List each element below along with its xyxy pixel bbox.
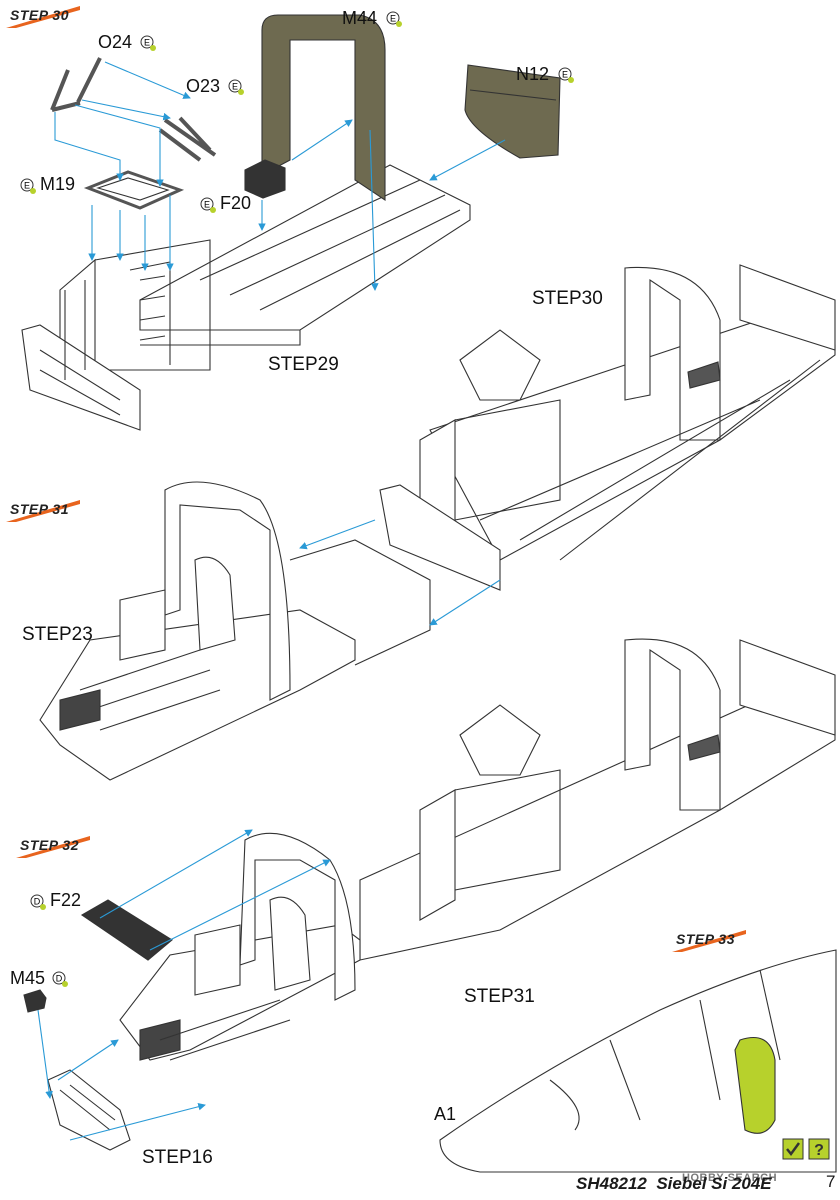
- step30-frame-m19: [83, 170, 185, 210]
- step-flag-label: STEP 30: [10, 7, 70, 23]
- step30-reference-assembly: [379, 264, 836, 591]
- e-badge-icon: E: [228, 79, 244, 95]
- page-number: 7: [826, 1172, 836, 1191]
- step33-fuselage: [439, 949, 837, 1173]
- ref-step23: STEP23: [22, 624, 93, 645]
- part-n12-panel: [464, 64, 561, 159]
- step23-cockpit: [39, 481, 431, 781]
- part-label-o24: O24: [98, 32, 133, 52]
- svg-text:D: D: [56, 974, 63, 984]
- footer-title: SH48212 Siebel Si 204E: [576, 1174, 772, 1194]
- ref-step16: STEP16: [142, 1147, 213, 1168]
- flag-shape: [6, 500, 80, 522]
- svg-text:E: E: [204, 200, 210, 210]
- step-flag-31: STEP 31: [6, 500, 80, 522]
- footer-code: SH48212: [576, 1174, 647, 1193]
- question-icon: ?: [808, 1138, 830, 1160]
- part-m45-box: [23, 989, 47, 1013]
- step31-assembly: [119, 638, 836, 1061]
- svg-text:D: D: [34, 897, 41, 907]
- e-badge-icon: E: [200, 197, 216, 213]
- d-badge-icon: D: [52, 971, 68, 987]
- svg-text:E: E: [24, 181, 30, 191]
- step30-floor: [139, 164, 471, 346]
- e-badge-icon: E: [386, 11, 402, 27]
- svg-text:E: E: [144, 38, 150, 48]
- step30-radio-rack: [21, 239, 211, 431]
- e-badge-icon: E: [20, 178, 36, 194]
- step-flag-33: STEP 33: [672, 930, 746, 952]
- ref-step31: STEP31: [464, 986, 535, 1007]
- step-flag-label: STEP 33: [676, 931, 736, 947]
- e-badge-icon: E: [140, 35, 156, 51]
- step16-assembly: [47, 1069, 131, 1151]
- part-f22-pad: [80, 899, 173, 961]
- part-label-m45: M45: [10, 968, 46, 988]
- ref-step30: STEP30: [532, 288, 603, 309]
- part-label-n12: N12: [516, 64, 550, 84]
- part-f20-box: [244, 159, 286, 199]
- step-flag-32: STEP 32: [16, 836, 90, 858]
- e-badge-icon: E: [558, 67, 574, 83]
- svg-text:?: ?: [814, 1142, 824, 1159]
- check-icon: [782, 1138, 804, 1160]
- svg-text:E: E: [562, 70, 568, 80]
- assembly-arrows: [37, 61, 506, 1141]
- part-label-a1: A1: [434, 1104, 457, 1124]
- svg-text:E: E: [232, 82, 238, 92]
- footer-model: Siebel Si 204E: [656, 1174, 772, 1193]
- flag-shape: [6, 6, 80, 28]
- svg-text:E: E: [390, 14, 396, 24]
- part-label-f20: F20: [220, 193, 252, 213]
- flag-shape: [672, 930, 746, 952]
- part-label-m19: M19: [40, 174, 76, 194]
- part-label-o23: O23: [186, 76, 221, 96]
- watermark: HOBBY SEARCH: [682, 1172, 778, 1184]
- step-flag-label: STEP 32: [20, 837, 80, 853]
- part-label-m44: M44: [342, 8, 378, 28]
- part-label-f22: F22: [50, 890, 82, 910]
- step30-struts: [50, 57, 217, 162]
- step30-bulkhead: [261, 14, 386, 202]
- step-flag-label: STEP 31: [10, 501, 70, 517]
- flag-shape: [16, 836, 90, 858]
- ref-step29: STEP29: [268, 354, 339, 375]
- d-badge-icon: D: [30, 894, 46, 910]
- step-flag-30: STEP 30: [6, 6, 80, 28]
